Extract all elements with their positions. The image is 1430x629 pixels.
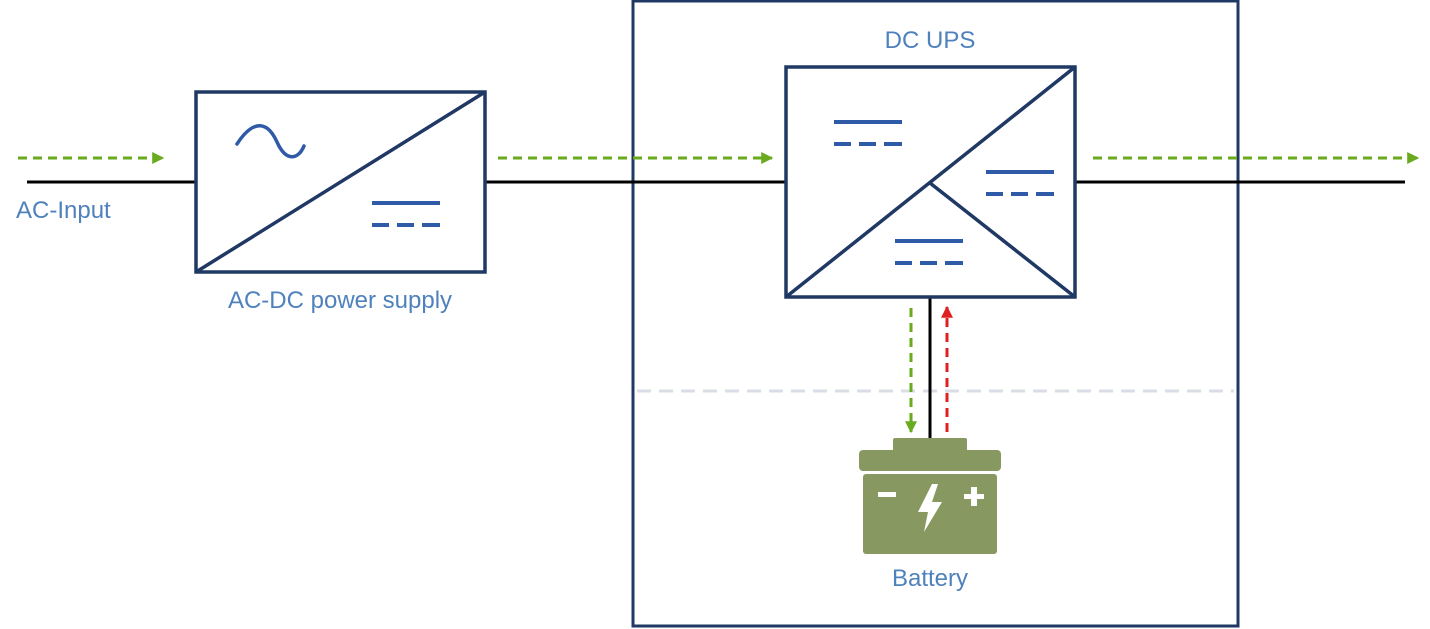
ac-input-label: AC-Input bbox=[16, 197, 111, 224]
sine-wave-icon bbox=[235, 124, 306, 159]
acdc-power-supply-label: AC-DC power supply bbox=[227, 287, 453, 314]
acdc-converter-block bbox=[194, 90, 487, 274]
dc-symbol-icon bbox=[834, 120, 902, 146]
dc-symbol-icon bbox=[986, 170, 1054, 196]
dc-ups-enclosure bbox=[631, 0, 1240, 628]
dc-symbol-icon bbox=[372, 201, 440, 227]
dc-symbol-icon bbox=[895, 239, 963, 265]
battery-icon bbox=[859, 438, 1001, 554]
battery-label: Battery bbox=[891, 565, 969, 592]
dc-ups-converter-block bbox=[784, 65, 1077, 299]
dc-ups-label: DC UPS bbox=[884, 27, 976, 54]
